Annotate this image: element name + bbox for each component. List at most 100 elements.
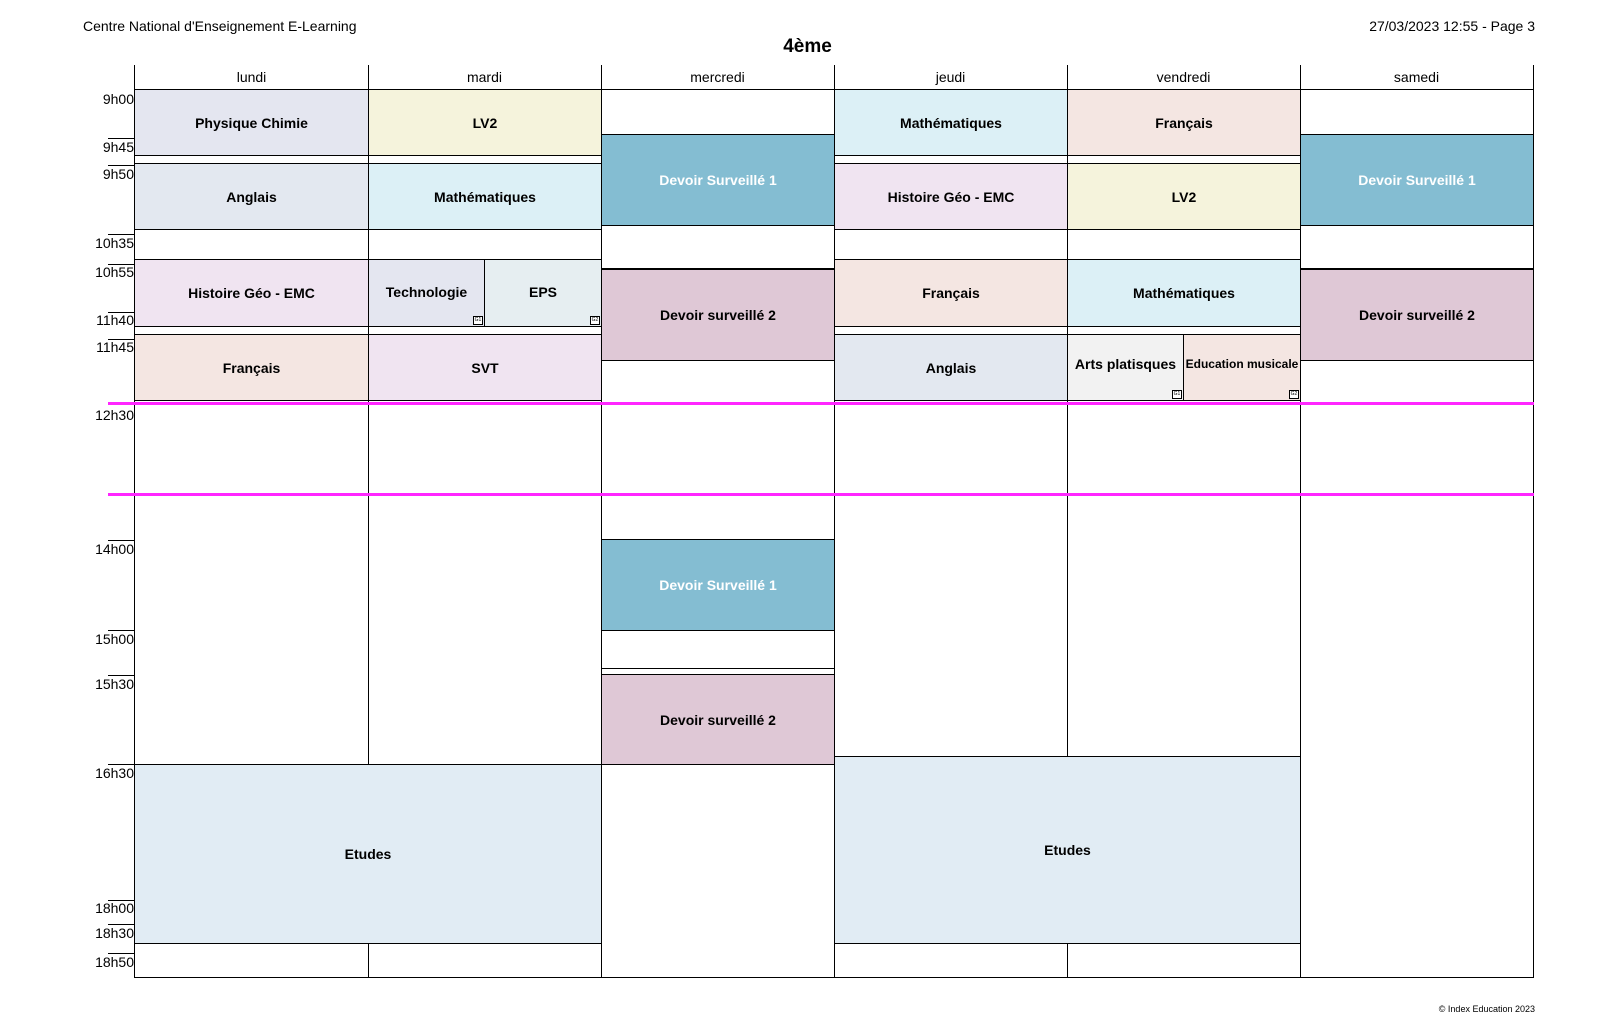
print-date-page: 27/03/2023 12:55 - Page 3 <box>1369 18 1535 34</box>
time-label: 18h00 <box>95 900 134 916</box>
time-tick <box>108 138 134 139</box>
lesson-etudes[interactable]: Etudes <box>834 756 1301 944</box>
lesson-label: Français <box>1155 114 1213 131</box>
grid-line <box>368 400 369 758</box>
time-label: 10h35 <box>95 235 134 251</box>
lesson-devoir-surveille-1[interactable]: Devoir Surveillé 1 <box>601 134 835 226</box>
lesson-anglais[interactable]: Anglais <box>834 334 1068 401</box>
lesson-svt[interactable]: SVT <box>368 334 602 401</box>
lesson-histoire-geo[interactable]: Histoire Géo - EMC <box>834 163 1068 230</box>
lesson-label: Technologie <box>385 284 468 300</box>
lesson-devoir-surveille-1[interactable]: Devoir Surveillé 1 <box>601 539 835 631</box>
lesson-devoir-surveille-1[interactable]: Devoir Surveillé 1 <box>1300 134 1534 226</box>
empty-slot <box>134 229 369 260</box>
lesson-label: Mathématiques <box>1133 285 1235 301</box>
lesson-etudes[interactable]: Etudes <box>134 764 602 944</box>
grid-line <box>1067 400 1068 751</box>
day-header-mardi: mardi <box>466 69 502 85</box>
empty-slot <box>834 229 1068 260</box>
lesson-anglais[interactable]: Anglais <box>134 163 369 230</box>
lesson-mathematiques[interactable]: Mathématiques <box>1067 259 1301 327</box>
time-tick <box>108 630 134 631</box>
lesson-francais[interactable]: Français <box>134 334 369 401</box>
lesson-histoire-geo[interactable]: Histoire Géo - EMC <box>134 259 369 327</box>
day-header-samedi: samedi <box>1393 69 1440 85</box>
lunch-break-end-line <box>108 493 1534 496</box>
lesson-label: Devoir surveillé 2 <box>660 307 776 323</box>
time-tick <box>108 339 134 340</box>
lesson-francais[interactable]: Français <box>1067 89 1301 156</box>
lesson-label: Devoir Surveillé 1 <box>659 172 777 188</box>
time-label: 18h50 <box>95 954 134 970</box>
empty-slot <box>368 229 602 260</box>
lesson-label: Devoir surveillé 2 <box>660 711 776 728</box>
time-tick <box>108 234 134 235</box>
time-tick <box>108 264 134 265</box>
lesson-label: Mathématiques <box>900 114 1002 131</box>
lesson-francais[interactable]: Français <box>834 259 1068 327</box>
time-tick <box>108 764 134 765</box>
time-tick <box>108 900 134 901</box>
time-label: 11h40 <box>96 312 134 328</box>
lesson-label: Anglais <box>925 359 977 376</box>
empty-slot <box>1300 222 1534 269</box>
lesson-devoir-surveille-2[interactable]: Devoir surveillé 2 <box>601 674 835 765</box>
lesson-physique-chimie[interactable]: Physique Chimie <box>134 89 369 156</box>
lesson-label: LV2 <box>472 114 498 131</box>
time-label: 14h00 <box>95 541 134 557</box>
day-header-vendredi: vendredi <box>1156 69 1211 85</box>
time-label: 15h30 <box>95 676 134 692</box>
lesson-label: Devoir Surveillé 1 <box>1358 172 1476 188</box>
time-tick <box>108 675 134 676</box>
lesson-mathematiques[interactable]: Mathématiques <box>368 163 602 230</box>
day-header-jeudi: jeudi <box>935 69 966 85</box>
time-label: 18h30 <box>95 925 134 941</box>
time-tick <box>108 953 134 954</box>
lesson-label: Histoire Géo - EMC <box>887 188 1015 205</box>
lesson-label: Physique Chimie <box>195 114 308 131</box>
lesson-eps[interactable]: EPS G2 <box>484 259 602 327</box>
empty-slot <box>601 222 835 269</box>
time-tick <box>108 540 134 541</box>
time-label: 15h00 <box>95 631 134 647</box>
lesson-label: LV2 <box>1171 188 1197 205</box>
time-label: 9h00 <box>102 91 134 107</box>
copyright: © Index Education 2023 <box>1438 1004 1535 1014</box>
lesson-label: Français <box>222 359 281 376</box>
grid-line <box>601 65 602 978</box>
lesson-devoir-surveille-2[interactable]: Devoir surveillé 2 <box>1300 269 1534 361</box>
lesson-label: Anglais <box>226 188 277 205</box>
grid-line <box>134 65 135 978</box>
lesson-label: Devoir Surveillé 1 <box>659 577 777 593</box>
lesson-mathematiques[interactable]: Mathématiques <box>834 89 1068 156</box>
time-label: 10h55 <box>95 264 134 280</box>
lesson-devoir-surveille-2[interactable]: Devoir surveillé 2 <box>601 269 835 361</box>
lesson-label: Histoire Géo - EMC <box>188 285 315 301</box>
time-tick <box>108 924 134 925</box>
lesson-label: Education musicale <box>1185 357 1299 371</box>
time-label: 12h30 <box>95 407 134 423</box>
empty-slot <box>1067 229 1301 260</box>
time-label: 11h45 <box>96 339 134 355</box>
lunch-break-start-line <box>108 402 1534 405</box>
lesson-label: Mathématiques <box>434 188 536 205</box>
group-badge-g1: G1 <box>473 316 483 325</box>
lesson-lv2[interactable]: LV2 <box>368 89 602 156</box>
time-label: 16h30 <box>95 765 134 781</box>
time-tick <box>108 312 134 313</box>
group-badge-g2: G2 <box>590 316 600 325</box>
time-tick <box>108 165 134 166</box>
grid-line <box>1300 65 1301 978</box>
lesson-label: EPS <box>528 284 557 300</box>
group-badge-g2: G2 <box>1289 390 1299 399</box>
group-badge-g1: G1 <box>1172 390 1182 399</box>
time-label: 9h45 <box>102 139 134 155</box>
lesson-lv2[interactable]: LV2 <box>1067 163 1301 230</box>
grid-line <box>834 65 835 978</box>
day-header-mercredi: mercredi <box>690 69 745 85</box>
institution-name: Centre National d'Enseignement E-Learnin… <box>83 18 357 34</box>
lesson-label: Français <box>922 285 980 301</box>
